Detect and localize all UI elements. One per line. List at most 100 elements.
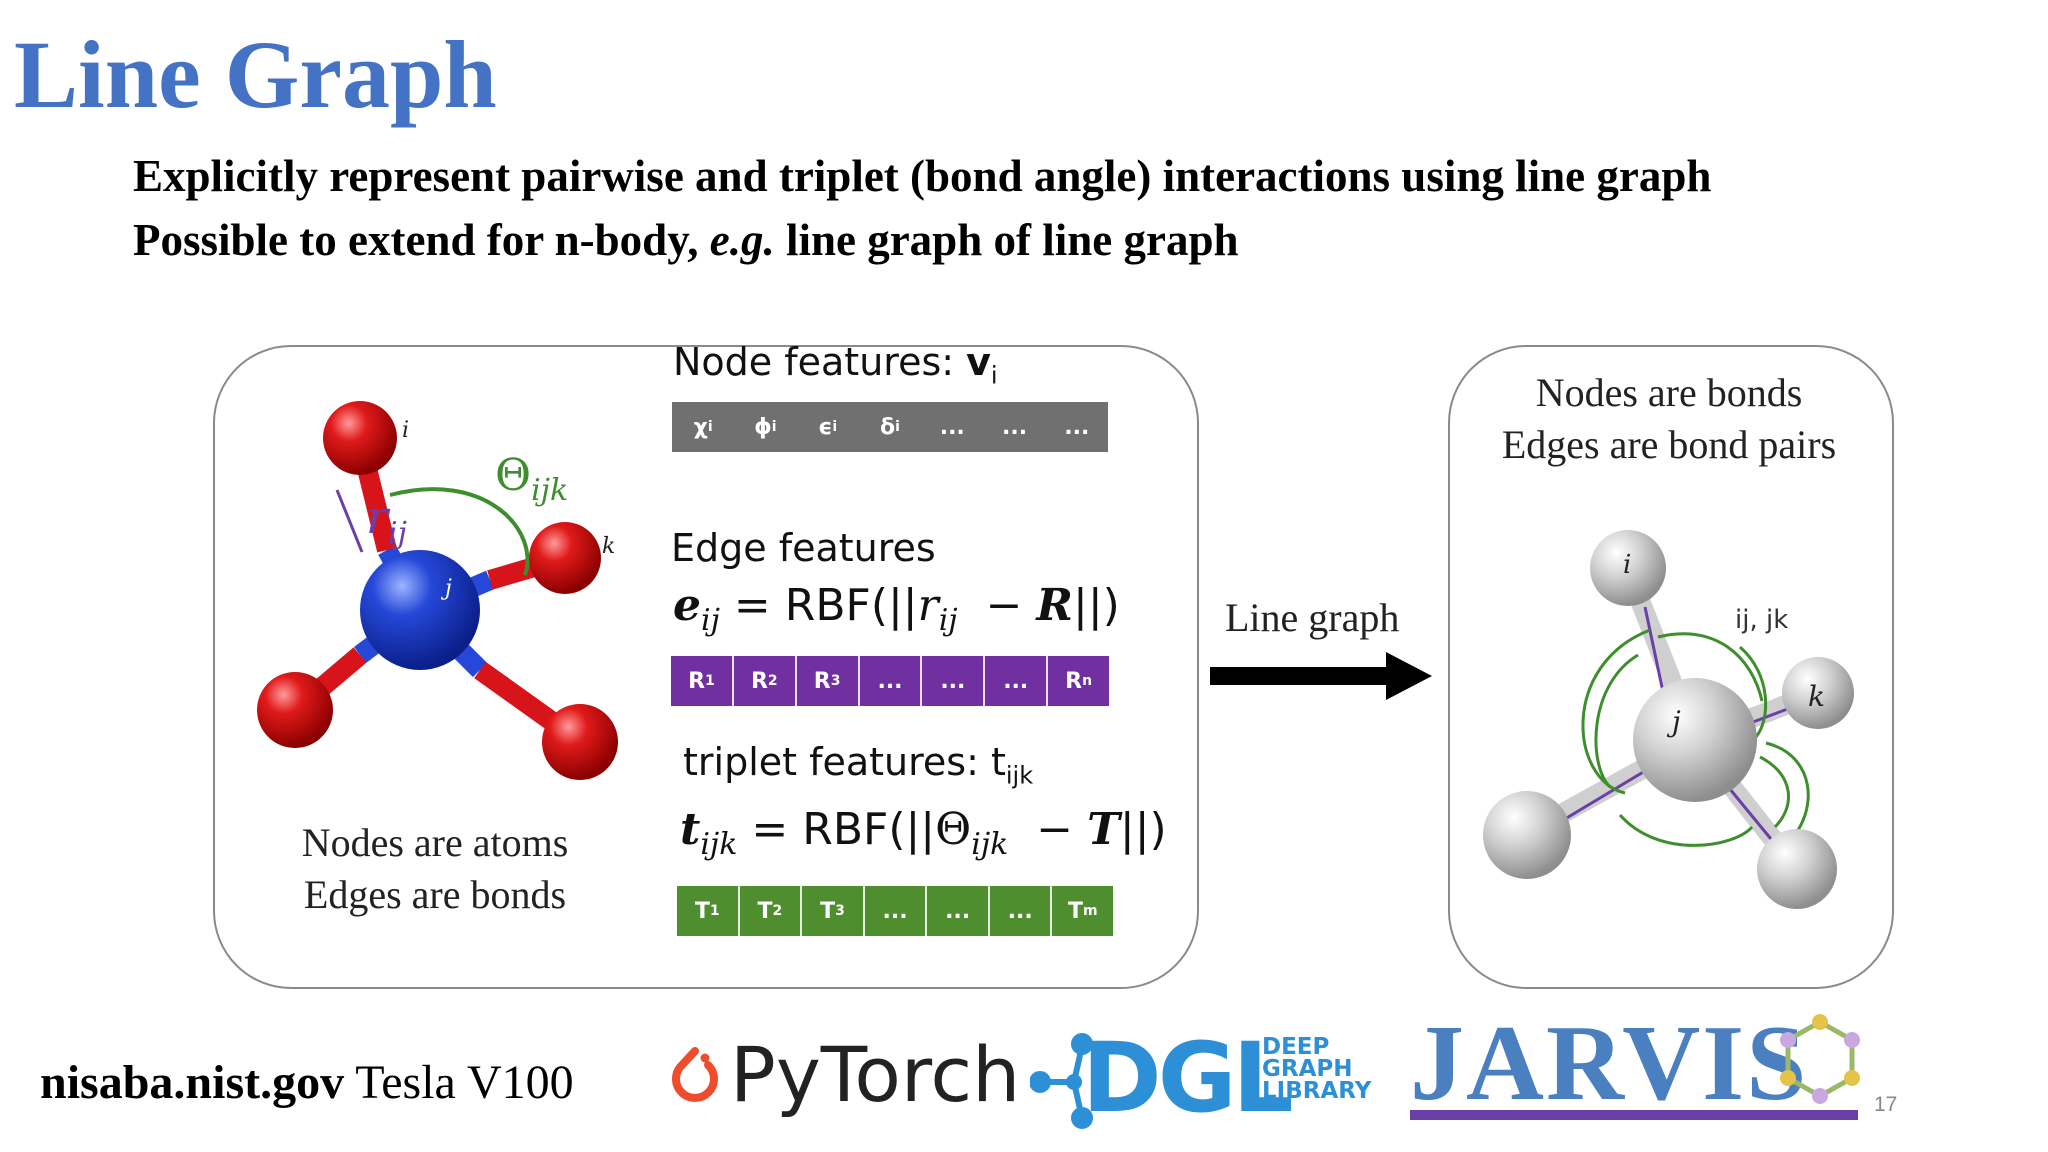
node-feature-cell: ... bbox=[921, 402, 983, 452]
theta-symbol: Θ bbox=[495, 450, 532, 501]
line-label-k: k bbox=[1808, 680, 1825, 713]
line-graph-caption: Nodes are bonds Edges are bond pairs bbox=[1448, 367, 1890, 471]
edge-formula-var-sub: ij bbox=[938, 602, 958, 638]
host-name: nisaba.nist.gov bbox=[40, 1056, 345, 1109]
line-label-j: j bbox=[1672, 705, 1681, 738]
line-label-ij-jk: ij, jk bbox=[1735, 605, 1789, 635]
bullet-n-body: Possible to extend for n-body, e.g. line… bbox=[133, 214, 1239, 266]
edge-feature-cell-symbol: R bbox=[813, 668, 831, 694]
edge-feature-cell-symbol: ... bbox=[940, 668, 966, 694]
dgl-text-library: LIBRARY bbox=[1262, 1078, 1372, 1104]
atom-i bbox=[323, 401, 397, 475]
edge-feature-cell-subscript: 1 bbox=[705, 673, 715, 689]
line-caption-line1: Nodes are bonds bbox=[1535, 370, 1803, 415]
trip-formula-ref: T bbox=[1087, 804, 1120, 855]
node-feature-cell-symbol: δ bbox=[880, 414, 896, 440]
edge-feature-cell: ... bbox=[922, 656, 986, 706]
angle-arc bbox=[389, 487, 530, 576]
node-feature-cell-subscript: i bbox=[707, 419, 713, 435]
trip-formula-end: ||) bbox=[1119, 804, 1167, 855]
bullet-n-body-em: e.g. bbox=[709, 215, 775, 265]
atom-caption-line1: Nodes are atoms bbox=[301, 820, 569, 865]
node-feature-cell-subscript: i bbox=[771, 419, 777, 435]
node-feature-cell: ... bbox=[1046, 402, 1108, 452]
edge-feature-cell-symbol: R bbox=[688, 668, 706, 694]
node-feature-cell-symbol: ... bbox=[939, 414, 965, 440]
atom-right bbox=[542, 704, 618, 780]
bond-pair-arcs bbox=[1581, 628, 1810, 847]
node-features-bold: v bbox=[966, 340, 991, 384]
line-atom-j bbox=[1633, 678, 1757, 802]
triplet-feature-cell-subscript: 3 bbox=[835, 903, 845, 919]
triplet-feature-cell-symbol: ... bbox=[1007, 898, 1033, 924]
atom-graph-caption: Nodes are atoms Edges are bonds bbox=[255, 817, 615, 921]
triplet-feature-cell-symbol: T bbox=[694, 898, 710, 924]
edge-formula-var: r bbox=[917, 580, 939, 631]
triplet-feature-cell-subscript: m bbox=[1082, 903, 1098, 919]
dgl-logo-letters: DGL bbox=[1082, 1022, 1294, 1134]
node-features-sub: i bbox=[990, 361, 998, 390]
line-label-i: i bbox=[1623, 550, 1632, 580]
pytorch-logo-icon bbox=[672, 1047, 718, 1102]
trip-formula-minus: − bbox=[1008, 804, 1088, 855]
triplet-features-sub: ijk bbox=[1005, 761, 1034, 790]
triplet-features-text: triplet features: t bbox=[683, 740, 1006, 784]
edge-feature-cell-subscript: n bbox=[1082, 673, 1093, 689]
edge-feature-cell-symbol: ... bbox=[1003, 668, 1029, 694]
atom-caption-line2: Edges are bonds bbox=[303, 872, 567, 917]
edge-formula-lhs: e bbox=[673, 580, 701, 631]
edge-formula-lhs-sub: ij bbox=[701, 602, 720, 638]
node-feature-cell-symbol: ... bbox=[1064, 414, 1090, 440]
dgl-text-graph: GRAPH bbox=[1262, 1056, 1353, 1082]
edge-formula-mid: = RBF(|| bbox=[719, 580, 918, 631]
node-feature-cell: ... bbox=[983, 402, 1045, 452]
dgl-logo-icon bbox=[1030, 1033, 1093, 1129]
node-feature-cell-symbol: ϕ bbox=[754, 414, 772, 440]
trip-formula-lhs-sub: ijk bbox=[700, 826, 738, 862]
node-feature-cell-symbol: ... bbox=[1002, 414, 1028, 440]
line-graph-molecule bbox=[1483, 530, 1854, 909]
node-feature-cell-symbol: ϵ bbox=[818, 414, 833, 440]
triplet-feature-cell-symbol: ... bbox=[945, 898, 971, 924]
atom-graph-molecule bbox=[257, 401, 618, 780]
edge-formula-ref: R bbox=[1036, 580, 1073, 631]
triplet-feature-cell-symbol: T bbox=[757, 898, 773, 924]
line-graph-arrow-label: Line graph bbox=[1225, 595, 1400, 640]
node-features-text: Node features: bbox=[673, 340, 967, 384]
node-feature-cell-subscript: i bbox=[895, 419, 900, 435]
triplet-feature-cell-subscript: 2 bbox=[772, 903, 783, 919]
edge-feature-cell-subscript: 3 bbox=[830, 673, 841, 689]
triplet-feature-cell-symbol: T bbox=[1067, 898, 1083, 924]
dgl-logo-subtext: DEEP GRAPH LIBRARY bbox=[1262, 1036, 1372, 1104]
line-caption-line2: Edges are bond pairs bbox=[1501, 422, 1837, 467]
edge-formula-minus: − bbox=[957, 580, 1037, 631]
line-atom-left bbox=[1483, 791, 1571, 879]
atom-j bbox=[360, 550, 480, 670]
triplet-feature-cell: ... bbox=[927, 886, 990, 936]
line-atom-right bbox=[1757, 829, 1837, 909]
bullet-pairwise-triplet: Explicitly represent pairwise and triple… bbox=[133, 151, 1712, 201]
edge-feature-cell-symbol: R bbox=[1065, 668, 1083, 694]
edge-feature-formula: eij = RBF(||rij − R||) bbox=[673, 580, 1120, 638]
edge-feature-cell-symbol: R bbox=[750, 668, 768, 694]
trip-formula-var-sub: ijk bbox=[971, 826, 1009, 862]
theta-ijk-label: Θijk bbox=[495, 450, 568, 508]
node-feature-cell-symbol: χ bbox=[693, 414, 708, 440]
jarvis-hexagon-icon bbox=[1780, 1014, 1860, 1104]
triplet-feature-cell-symbol: ... bbox=[882, 898, 908, 924]
atom-label-j: j bbox=[445, 576, 452, 601]
trip-formula-lhs: t bbox=[680, 804, 701, 855]
triplet-feature-cell: ... bbox=[865, 886, 928, 936]
line-atom-k bbox=[1782, 657, 1854, 729]
